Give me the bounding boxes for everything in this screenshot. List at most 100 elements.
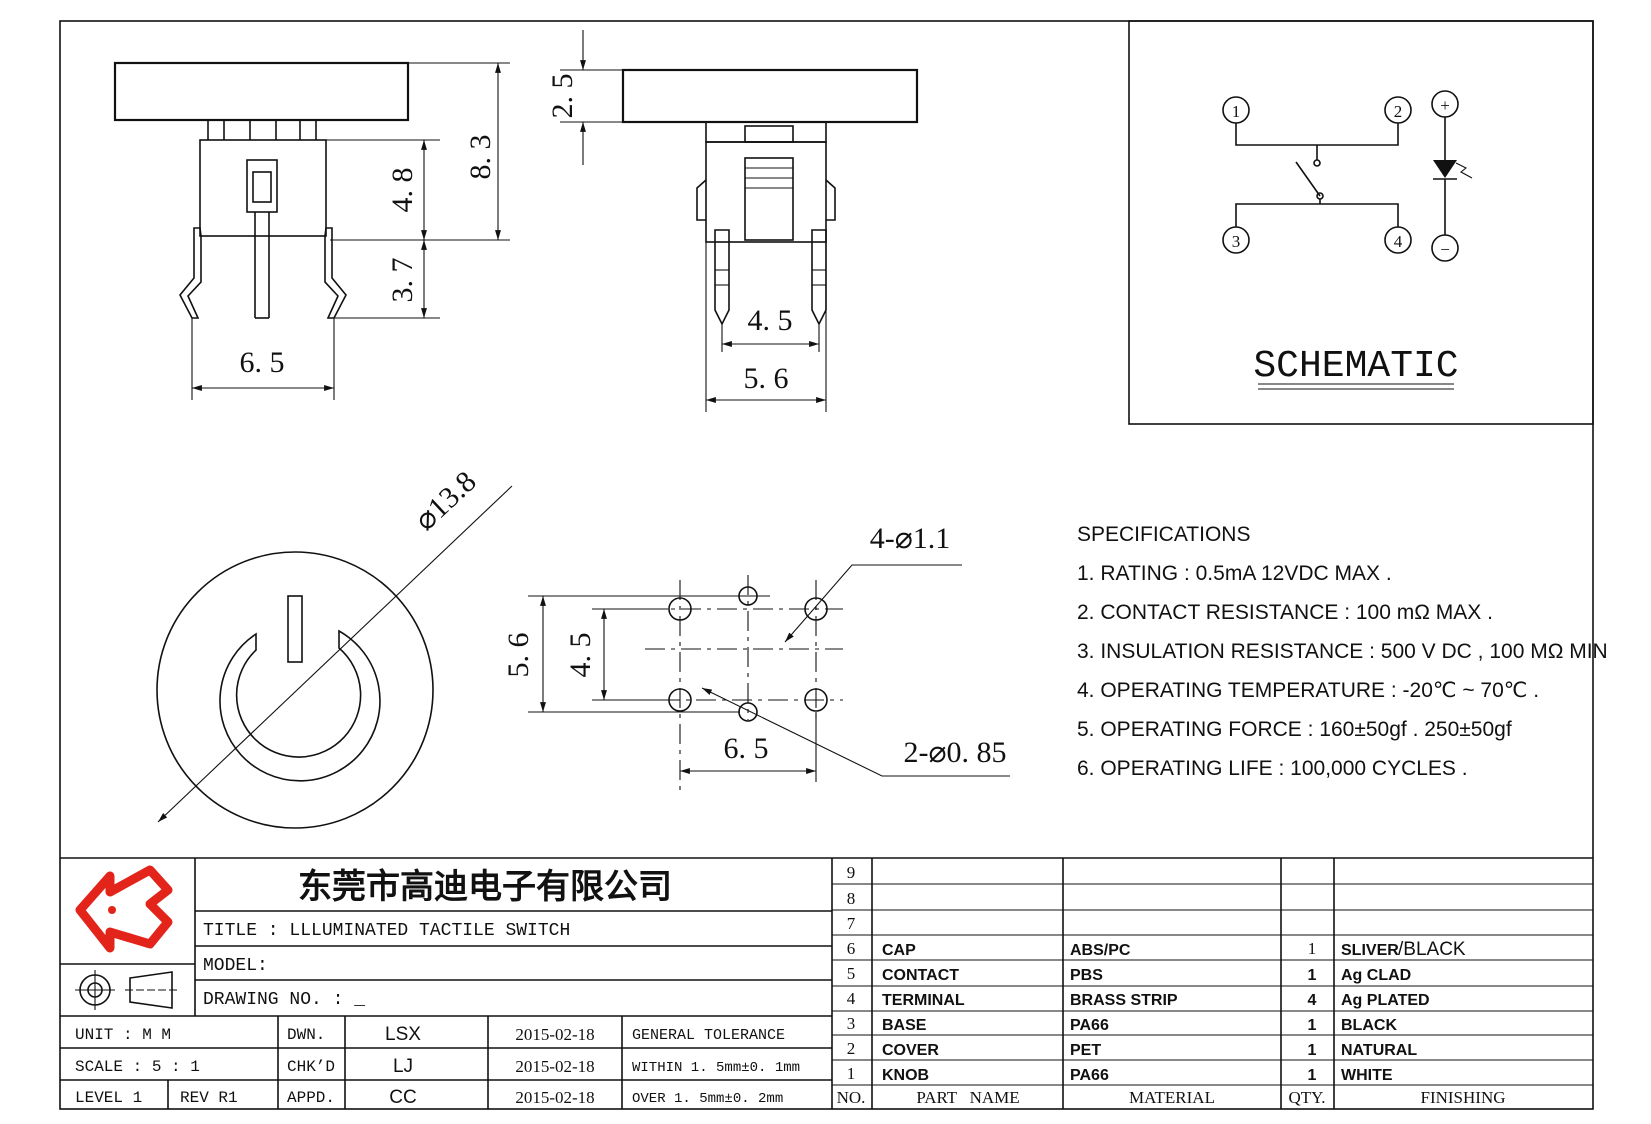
bom-header-no: NO. [837, 1088, 866, 1107]
led-plus-label: + [1440, 96, 1450, 115]
bom-empty-row-no: 9 [847, 863, 856, 882]
dim-pcb-height-outer: 5. 6 [502, 633, 535, 678]
bom-row-finish: Ag CLAD [1341, 967, 1411, 984]
bom-row-material: ABS/PC [1070, 942, 1131, 959]
bom-row-finish: SLIVER [1341, 942, 1399, 959]
schematic: 1 2 3 4 + − SCHEMATIC [1128, 20, 1594, 425]
schematic-box [1128, 20, 1594, 425]
bom-row-part: COVER [882, 1042, 939, 1059]
tolerance-within: WITHIN 1. 5mm±0. 1mm [632, 1060, 800, 1076]
chkd-label: CHK’D [287, 1058, 335, 1076]
bom-row-qty: 1 [1308, 1067, 1317, 1084]
spec-item: 5. OPERATING FORCE : 160±50gf . 250±50gf [1077, 718, 1512, 741]
bom-row-part: CAP [882, 942, 916, 959]
side-body [199, 139, 327, 237]
dwn-name: LSX [385, 1024, 421, 1045]
spec-heading: SPECIFICATIONS [1077, 523, 1250, 546]
schematic-title: SCHEMATIC [1253, 345, 1458, 388]
appd-label: APPD. [287, 1089, 335, 1107]
bom-header-material: MATERIAL [1129, 1088, 1215, 1107]
side-view: 8. 3 4. 8 3. 7 6. 5 [113, 61, 510, 400]
spec-item: 1. RATING : 0.5mA 12VDC MAX . [1077, 562, 1392, 585]
appd-name: CC [389, 1087, 416, 1108]
dim-front-pin-spacing: 4. 5 [748, 304, 793, 337]
pin-3-label: 3 [1232, 232, 1241, 251]
spec-item: 4. OPERATING TEMPERATURE : -20℃ ~ 70℃ . [1077, 679, 1539, 702]
bom-row-finish: WHITE [1341, 1067, 1393, 1084]
bom-row-material: PBS [1070, 967, 1103, 984]
bom-row-finish: BLACK [1341, 1017, 1397, 1034]
chkd-date: 2015-02-18 [515, 1057, 594, 1076]
cap-outline [156, 551, 434, 829]
bom-row-part: KNOB [882, 1067, 929, 1084]
bom-row-no: 2 [847, 1039, 856, 1058]
dim-pcb-width: 6. 5 [724, 732, 769, 765]
bom-header-part: PART NAME [916, 1088, 1019, 1107]
dim-front-width: 5. 6 [744, 362, 789, 395]
power-icon [219, 629, 381, 782]
dim-holes-4: 4-⌀1.1 [870, 522, 951, 555]
bom-header-finishing: FINISHING [1421, 1088, 1506, 1107]
bom-row-no: 5 [847, 964, 856, 983]
drawing-number: DRAWING NO. : _ [203, 990, 365, 1010]
sheet-border [59, 20, 1594, 1110]
side-cap [113, 61, 410, 122]
bom-row-part: TERMINAL [882, 992, 965, 1009]
dim-pin-length: 3. 7 [386, 258, 419, 303]
bom-row-no: 6 [847, 939, 856, 958]
top-view: ⌀13.8 [156, 465, 513, 829]
pcb-layout: 5. 6 4. 5 6. 5 4-⌀1.1 2-⌀0. 85 [502, 522, 1010, 790]
dim-cap-thickness: 2. 5 [546, 74, 579, 119]
bom-row-qty: 4 [1308, 992, 1317, 1009]
dim-pcb-height-inner: 4. 5 [564, 633, 597, 678]
front-cap [621, 68, 919, 124]
tolerance-over: OVER 1. 5mm±0. 2mm [632, 1091, 783, 1107]
appd-date: 2015-02-18 [515, 1088, 594, 1107]
specifications: SPECIFICATIONS 1. RATING : 0.5mA 12VDC M… [1077, 523, 1608, 780]
bom-empty-row-no: 8 [847, 889, 856, 908]
bom-row-qty: 1 [1308, 1017, 1317, 1034]
bom-header-qty: QTY. [1289, 1088, 1326, 1107]
dwn-label: DWN. [287, 1026, 325, 1044]
dim-body-height: 4. 8 [386, 168, 419, 213]
front-view: 2. 5 4. 5 5. 6 [546, 30, 919, 412]
bom-row-qty: 1 [1308, 1042, 1317, 1059]
bom-row-part: BASE [882, 1017, 927, 1034]
bom-row-material: PA66 [1070, 1067, 1109, 1084]
bom-row-material: PET [1070, 1042, 1101, 1059]
bom-row-material: PA66 [1070, 1017, 1109, 1034]
dim-height-total: 8. 3 [464, 135, 497, 180]
bom-row-qty: 1 [1308, 967, 1317, 984]
bom-row-material: BRASS STRIP [1070, 992, 1178, 1009]
unit-label: UNIT : M M [75, 1026, 171, 1044]
spec-item: 6. OPERATING LIFE : 100,000 CYCLES . [1077, 757, 1468, 780]
bom-row-finish-extra: /BLACK [1398, 939, 1466, 960]
bom-row-finish: Ag PLATED [1341, 992, 1430, 1009]
pin-2-label: 2 [1394, 102, 1403, 121]
spec-item: 2. CONTACT RESISTANCE : 100 mΩ MAX . [1077, 601, 1493, 624]
dim-side-width: 6. 5 [240, 346, 285, 379]
bom-table: 9 8 7 6 CAP ABS/PC 1 SLIVER /BLACK 5 CON… [832, 858, 1593, 1109]
level-label: LEVEL 1 [75, 1089, 142, 1107]
spec-item: 3. INSULATION RESISTANCE : 500 V DC , 10… [1077, 640, 1608, 663]
chkd-name: LJ [393, 1056, 413, 1077]
bom-row-finish: NATURAL [1341, 1042, 1417, 1059]
scale-label: SCALE : 5 : 1 [75, 1058, 200, 1076]
dwn-date: 2015-02-18 [515, 1025, 594, 1044]
title-block: 东莞市高迪电子有限公司 TITLE : LLLUMINATED TACTILE … [60, 857, 1593, 1109]
model-label: MODEL: [203, 956, 268, 976]
company-logo [75, 865, 173, 953]
bom-row-no: 1 [847, 1064, 856, 1083]
drawing-title: TITLE : LLLUMINATED TACTILE SWITCH [203, 921, 570, 941]
tolerance-title: GENERAL TOLERANCE [632, 1027, 785, 1044]
bom-row-qty: 1 [1308, 939, 1317, 958]
bom-row-part: CONTACT [882, 967, 959, 984]
bom-row-no: 3 [847, 1014, 856, 1033]
dim-holes-2: 2-⌀0. 85 [903, 736, 1006, 769]
bom-row-no: 4 [847, 989, 856, 1008]
dim-cap-diameter: ⌀13.8 [408, 465, 482, 537]
company-name: 东莞市高迪电子有限公司 [298, 867, 672, 907]
pin-4-label: 4 [1394, 232, 1403, 251]
rev-label: REV R1 [180, 1089, 238, 1107]
